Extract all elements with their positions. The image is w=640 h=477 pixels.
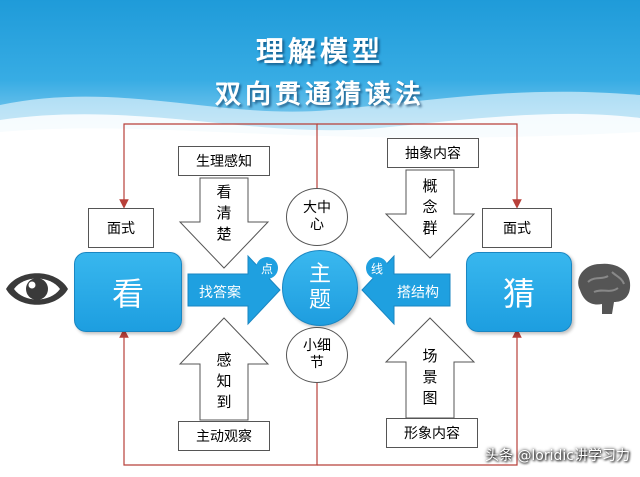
right-mode-label: 面式 [482, 208, 552, 248]
diagram-title: 理解模型 [255, 35, 384, 68]
small-detail-circle: 小细 节 [286, 327, 348, 383]
watermark: 头条 @loridic讲学习力 [484, 448, 630, 464]
concept-group-text: 概 念 群 [422, 177, 438, 237]
guess-box: 猜 [466, 252, 572, 332]
left-mode-label: 面式 [88, 208, 154, 248]
perceive-text: 感 知 到 [216, 351, 232, 411]
eye-icon [6, 273, 68, 305]
line-badge: 线 [366, 257, 388, 279]
big-center-circle: 大中 心 [286, 188, 348, 246]
see-clearly-text: 看 清 楚 [216, 183, 232, 243]
build-structure-label: 搭结构 [397, 285, 439, 301]
look-box: 看 [74, 252, 182, 332]
point-badge: 点 [256, 257, 278, 279]
abstract-content-box: 抽象内容 [387, 138, 479, 168]
image-content-box: 形象内容 [386, 418, 478, 448]
scene-map-text: 场 景 图 [422, 347, 438, 407]
wave-decoration [0, 91, 640, 145]
diagram-subtitle: 双向贯通猜读法 [214, 80, 425, 110]
brain-icon [578, 263, 631, 314]
find-answer-label: 找答案 [199, 285, 241, 301]
header-banner: 理解模型 双向贯通猜读法 [0, 0, 640, 145]
theme-circle: 主 题 [282, 250, 358, 326]
physiological-perception-box: 生理感知 [178, 146, 270, 176]
active-observation-box: 主动观察 [178, 421, 270, 451]
